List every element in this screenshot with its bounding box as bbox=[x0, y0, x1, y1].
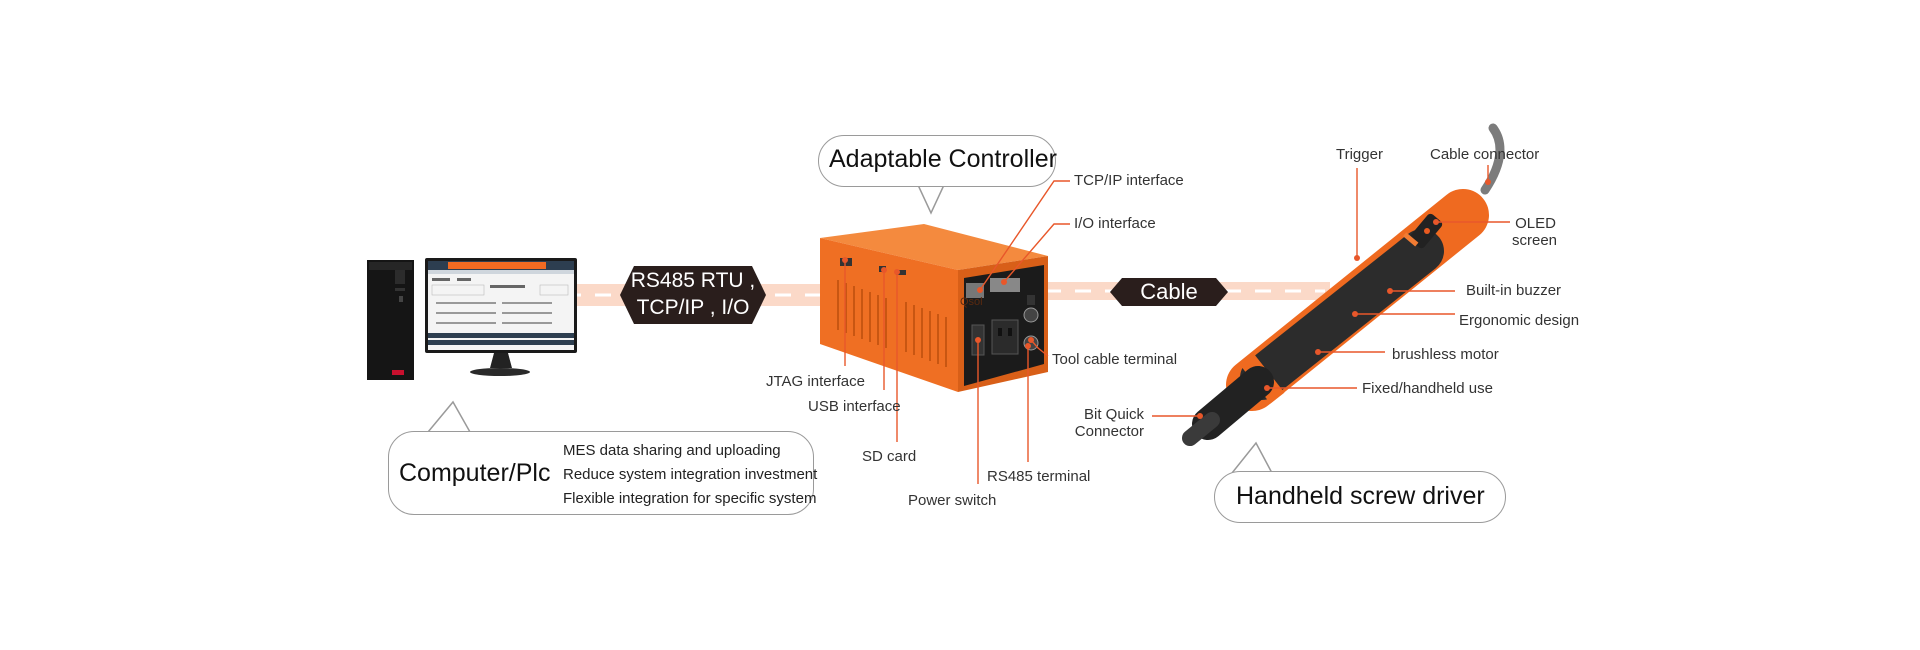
label-power-switch: Power switch bbox=[908, 492, 997, 509]
leader-dot-tool-cable bbox=[1028, 337, 1034, 343]
controller-image: Qsol bbox=[820, 224, 1048, 392]
svg-text:Qsol: Qsol bbox=[960, 296, 983, 308]
label-oled-line: screen bbox=[1512, 232, 1558, 249]
protocol-line: TCP/IP , I/O bbox=[636, 296, 750, 319]
label-oled-screen: OLED screen bbox=[1512, 215, 1558, 249]
label-trigger: Trigger bbox=[1336, 146, 1383, 163]
label-fixed-handheld-use: Fixed/handheld use bbox=[1362, 380, 1493, 397]
label-bit-quick-connector: Bit Quick Connector bbox=[1060, 406, 1144, 440]
protocol-line: RS485 RTU , bbox=[630, 269, 756, 292]
controller-bubble bbox=[818, 135, 1056, 187]
label-io-interface: I/O interface bbox=[1074, 215, 1156, 232]
driver-title: Handheld screw driver bbox=[1236, 482, 1485, 510]
leader-io bbox=[1003, 223, 1070, 283]
controller-title: Adaptable Controller bbox=[829, 145, 1057, 173]
leader-dot-jtag bbox=[842, 257, 848, 263]
label-built-in-buzzer: Built-in buzzer bbox=[1466, 282, 1562, 299]
label-usb-interface: USB interface bbox=[808, 398, 901, 415]
leader-dot-rs485 bbox=[1025, 343, 1031, 349]
leader-dot-motor bbox=[1315, 349, 1321, 355]
label-bit-line: Connector bbox=[1074, 423, 1144, 440]
driver-bubble bbox=[1214, 471, 1506, 523]
screwdriver-image bbox=[1182, 123, 1505, 446]
controller-bubble-pointer bbox=[916, 184, 946, 215]
computer-bubble bbox=[388, 431, 814, 515]
protocol-tag-shape bbox=[620, 266, 766, 324]
leader-lines bbox=[844, 165, 1510, 484]
label-bit-line: Bit Quick bbox=[1083, 406, 1144, 423]
leader-dot-power bbox=[975, 337, 981, 343]
leader-tcpip bbox=[979, 180, 1070, 291]
leader-dot-ergonomic bbox=[1352, 311, 1358, 317]
label-tcpip-interface: TCP/IP interface bbox=[1074, 172, 1184, 189]
leader-dots bbox=[842, 179, 1491, 419]
label-rs485-terminal: RS485 terminal bbox=[987, 468, 1091, 485]
pc-tower-image bbox=[367, 260, 414, 380]
protocol-tag: RS485 RTU , TCP/IP , I/O bbox=[620, 267, 766, 321]
pc-monitor-image bbox=[425, 258, 577, 376]
label-cable-connector: Cable connector bbox=[1430, 146, 1540, 163]
cable-tag-shape bbox=[1110, 278, 1228, 306]
computer-feature: MES data sharing and uploading bbox=[563, 442, 781, 459]
cable-tag: Cable bbox=[1140, 279, 1198, 304]
label-ergonomic-design: Ergonomic design bbox=[1459, 312, 1580, 329]
leader-dot-cable-connector bbox=[1485, 179, 1491, 185]
computer-feature: Flexible integration for specific system bbox=[563, 490, 817, 507]
leader-dot-buzzer bbox=[1387, 288, 1393, 294]
leader-dot-bit bbox=[1197, 413, 1203, 419]
label-tool-cable-terminal: Tool cable terminal bbox=[1052, 351, 1178, 368]
computer-title: Computer/Plc bbox=[399, 459, 551, 487]
leader-dot-tcpip bbox=[977, 287, 983, 293]
computer-bubble-pointer bbox=[426, 400, 472, 433]
leader-dot-fixed bbox=[1264, 385, 1270, 391]
leader-dot-usb bbox=[881, 267, 887, 273]
leader-tool-cable bbox=[1030, 339, 1049, 357]
label-oled-line: OLED bbox=[1515, 215, 1556, 232]
leader-dot-io bbox=[1001, 279, 1007, 285]
leader-dot-sd bbox=[894, 269, 900, 275]
computer-feature: Reduce system integration investment bbox=[563, 466, 818, 483]
label-jtag-interface: JTAG interface bbox=[766, 373, 865, 390]
label-sd-card: SD card bbox=[862, 448, 917, 465]
label-brushless-motor: brushless motor bbox=[1392, 346, 1499, 363]
leader-dot-oled bbox=[1433, 219, 1439, 225]
leader-dot-trigger bbox=[1354, 255, 1360, 261]
driver-bubble-pointer bbox=[1230, 441, 1274, 474]
